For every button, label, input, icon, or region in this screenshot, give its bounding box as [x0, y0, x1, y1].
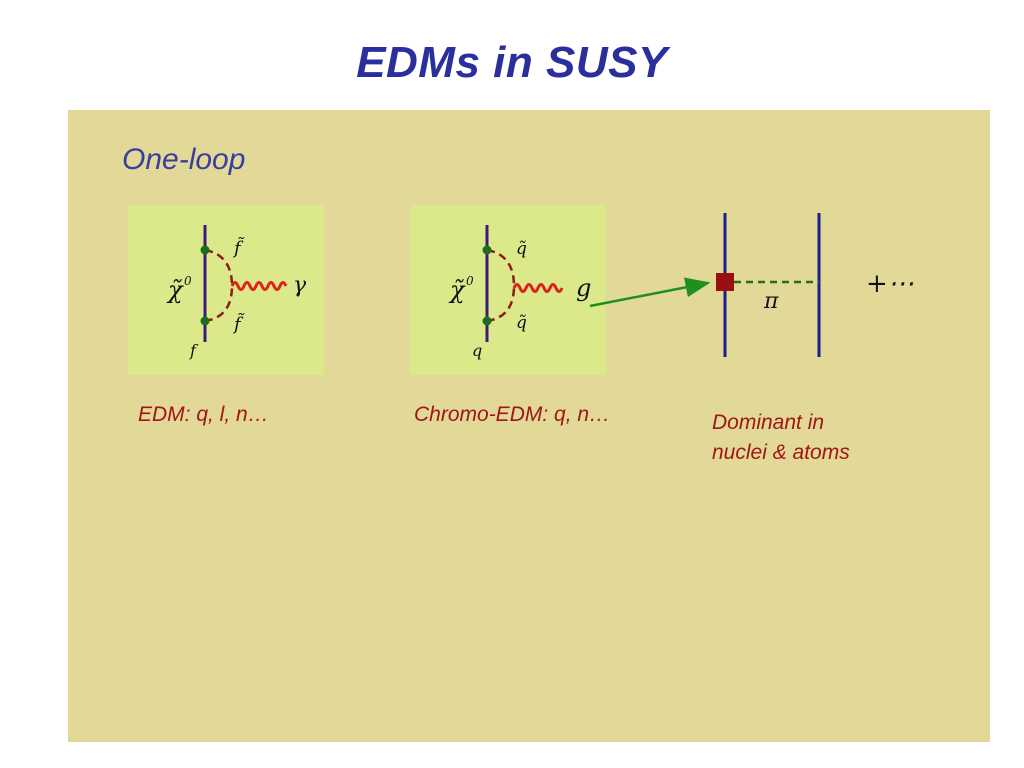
edm-neutralino-sup: 0 — [184, 274, 192, 288]
edm-vertex-bottom — [200, 316, 210, 326]
nucleon-caption-line2: nuclei & atoms — [712, 441, 850, 464]
chromo-edm-diagram-box — [410, 205, 606, 375]
edm-fermion-label: f — [189, 341, 199, 360]
edm-diagram: χ̃ 0 f̃ f̃ f γ — [166, 225, 307, 360]
cedm-quark-label: q — [472, 341, 482, 360]
cedm-neutralino-label: χ̃ — [448, 276, 466, 304]
cedm-squark-top-label: q̃ — [516, 239, 527, 259]
chromo-edm-diagram: χ̃ 0 q̃ q̃ q g — [448, 225, 591, 360]
cedm-vertex-square — [716, 273, 734, 291]
edm-sfermion-bottom-label: f̃ — [232, 312, 245, 335]
edm-diagram-box — [128, 205, 324, 375]
cedm-neutralino-sup: 0 — [466, 274, 474, 288]
edm-sfermion-top-label: f̃ — [232, 236, 245, 259]
edm-caption: EDM: q, l, n… — [138, 403, 269, 426]
cedm-vertex-top — [482, 245, 492, 255]
cedm-gluon-line — [512, 283, 564, 293]
cedm-squark-loop — [486, 248, 516, 323]
nucleon-caption: Dominant in nuclei & atoms — [712, 408, 850, 468]
pion-label: π — [763, 289, 779, 314]
edm-sfermion-loop — [204, 248, 234, 323]
insertion-arrow — [589, 277, 711, 308]
ellipsis-label: +⋯ — [866, 269, 914, 299]
slide-title: EDMs in SUSY — [356, 38, 668, 87]
nucleon-caption-line1: Dominant in — [712, 411, 825, 434]
section-subtitle: One-loop — [122, 143, 246, 176]
edm-vertex-top — [200, 245, 210, 255]
cedm-gluon-label: g — [576, 274, 591, 302]
edm-photon-label: γ — [293, 273, 307, 298]
chromo-edm-caption: Chromo-EDM: q, n… — [414, 403, 611, 426]
edm-photon-line — [230, 281, 288, 291]
pion-exchange-diagram: π +⋯ — [716, 213, 914, 357]
edm-neutralino-label: χ̃ — [166, 276, 184, 304]
cedm-squark-bottom-label: q̃ — [516, 313, 527, 333]
cedm-vertex-bottom — [482, 316, 492, 326]
